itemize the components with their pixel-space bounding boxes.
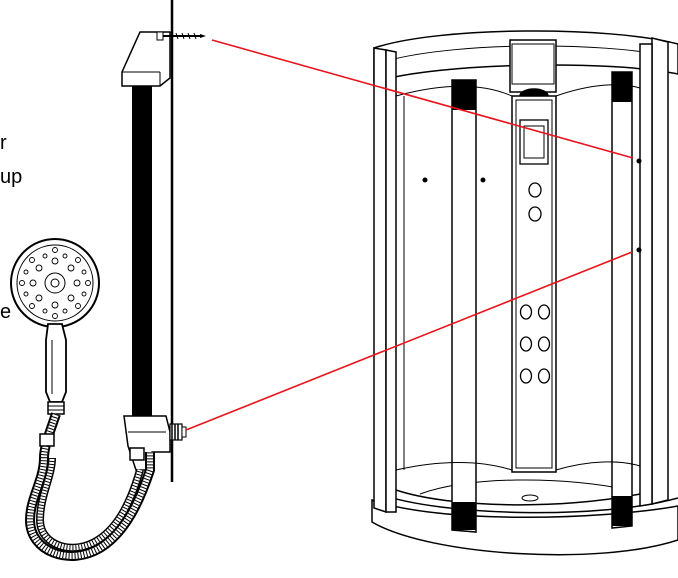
stile-bands	[452, 72, 632, 530]
left-post	[373, 47, 387, 514]
body-jet-2	[537, 304, 551, 320]
hole-left-1	[422, 177, 428, 183]
body-jet-1	[519, 304, 533, 320]
shower-handle	[45, 323, 67, 403]
shower-enclosure	[371, 30, 678, 556]
body-jet-3	[519, 336, 533, 352]
leader-line-top	[211, 39, 634, 159]
right-door-stile	[611, 71, 633, 529]
hole-right-top	[636, 158, 642, 164]
right-post	[651, 37, 669, 505]
body-jet-6	[537, 368, 551, 384]
leader-line-bottom	[185, 251, 633, 431]
body-jet-5	[519, 368, 533, 384]
hole-right-bottom	[636, 247, 642, 253]
body-jet-4	[537, 336, 551, 352]
slide-rail	[121, 31, 206, 471]
leader-lines	[185, 39, 634, 431]
left-door-stile	[451, 79, 477, 533]
drain-icon	[521, 494, 539, 502]
cut-label-2: up	[0, 166, 22, 188]
bottom-screw-icon	[169, 423, 187, 441]
control-knob-1	[528, 182, 542, 198]
cut-label-3: e	[0, 301, 11, 323]
hole-left-2	[480, 177, 486, 183]
top-screw-icon	[156, 31, 206, 41]
hand-shower-head-icon	[10, 238, 100, 415]
cut-label-1: r	[0, 132, 7, 154]
mounting-holes	[422, 158, 642, 253]
flexible-hose-icon	[24, 412, 155, 561]
control-knob-2	[528, 206, 542, 222]
